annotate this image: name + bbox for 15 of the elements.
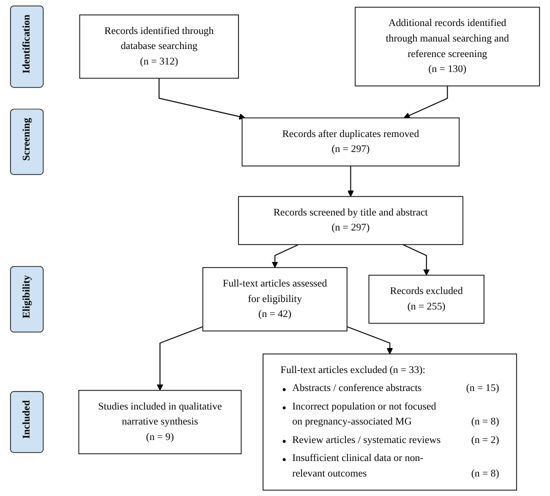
arrow [404, 85, 448, 118]
node-box: Records identified through database searching (n = 312) [79, 14, 239, 79]
node-box: Additional records identified through manual searching and reference screening (n = 130) [354, 6, 540, 86]
arrow [347, 165, 354, 197]
arrow [158, 78, 246, 120]
node-box: Records excluded (n = 255) [368, 274, 484, 324]
arrow [272, 244, 300, 268]
node-box: Records after duplicates removed (n = 297) [242, 117, 460, 166]
node-box: Full-text articles excluded (n = 33): Abstracts / conference abstracts (n = 15) Incorrect population or not focused on pregnancy-associated MG (n = 8) Review articles / systematic reviews (n = 2) Insufficient clinical data or non-relevant outcomes (n = 8) [262, 354, 518, 491]
node-box: Full-text articles assessed for eligibility (n = 42) [202, 267, 348, 332]
arrow [346, 326, 394, 354]
arrow [402, 244, 430, 276]
arrow [156, 326, 204, 391]
node-box: Studies included in qualitative narrative synthesis (n = 9) [78, 390, 242, 454]
node-box: Records screened by title and abstract (n = 297) [238, 196, 464, 246]
